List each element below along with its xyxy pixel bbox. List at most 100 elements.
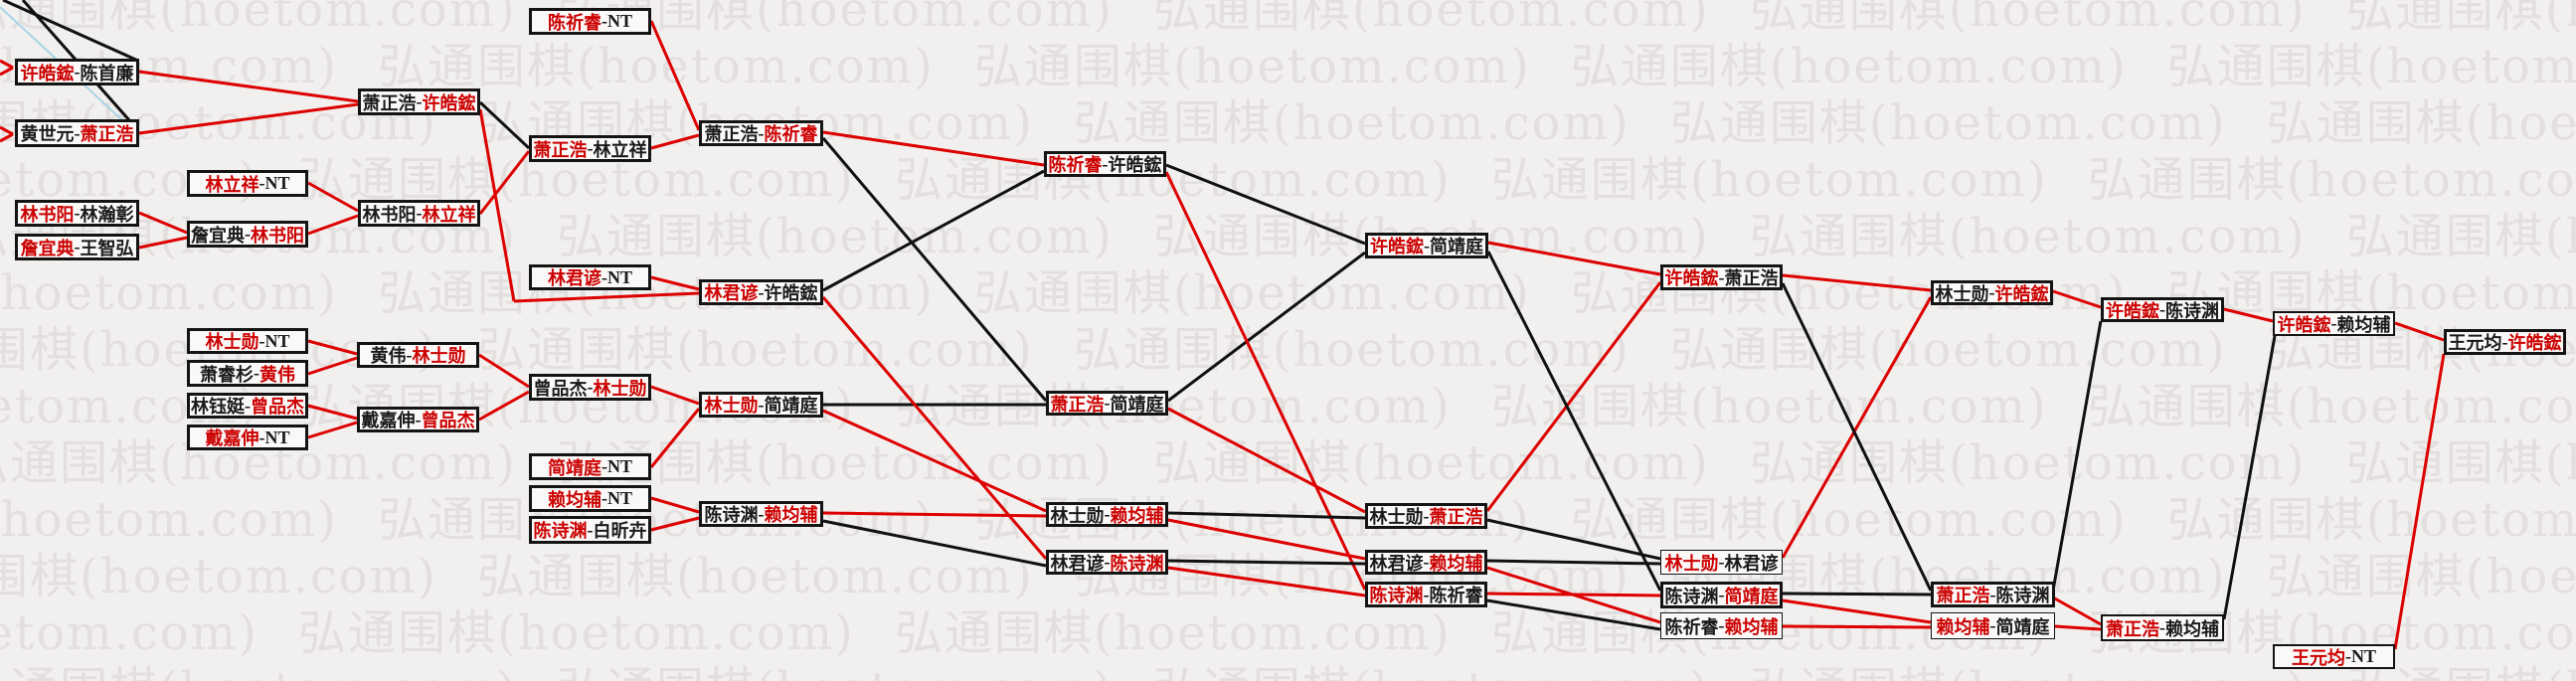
- name-separator: -: [1104, 393, 1111, 413]
- player-name-right: 林瀚彰: [80, 204, 134, 225]
- player-name-left: 赖均辅: [547, 489, 601, 510]
- winner-path-line: [1486, 592, 1661, 597]
- player-name-left: 黄世元: [20, 124, 75, 144]
- winner-path-line: [649, 408, 701, 468]
- winner-path-line: [478, 108, 516, 302]
- name-separator: -: [1423, 505, 1430, 526]
- match-box-g2: 林士勋-萧正浩: [1365, 503, 1487, 529]
- match-box-e4: 陈诗渊-赖均辅: [699, 501, 823, 527]
- name-separator: -: [1989, 615, 1996, 635]
- player-name-right: 陈祈睿: [1429, 586, 1483, 605]
- name-separator: -: [406, 344, 413, 365]
- player-name-right: 曾品杰: [421, 411, 475, 430]
- player-name-left: 陈祈睿: [547, 12, 601, 33]
- name-separator: -: [758, 281, 765, 302]
- name-separator: -: [758, 122, 765, 143]
- name-separator: -: [601, 11, 607, 31]
- winner-path-line: [307, 181, 359, 213]
- player-name-right: 许皓鋐: [1108, 155, 1162, 175]
- player-name-right: 赖均辅: [764, 505, 818, 525]
- player-name-left: 萧正浩: [1936, 586, 1990, 605]
- name-separator: -: [2344, 646, 2351, 666]
- winner-path-line: [0, 66, 14, 77]
- match-box-f4: 林君谚-陈诗渊: [1046, 550, 1168, 575]
- match-box-f2: 萧正浩-简靖庭: [1046, 391, 1168, 416]
- player-name-left: 许皓鋐: [1664, 268, 1719, 288]
- name-separator: -: [254, 363, 259, 383]
- match-box-f3: 林士勋-赖均辅: [1046, 502, 1168, 527]
- name-separator: -: [587, 377, 594, 397]
- name-separator: -: [74, 122, 81, 143]
- name-separator: -: [416, 91, 423, 111]
- loser-path-line: [1167, 559, 1366, 566]
- player-name-left: 萧正浩: [1050, 394, 1105, 415]
- match-box-a2: 黄世元-萧正浩: [15, 119, 139, 147]
- match-box-e1: 萧正浩-陈祈睿: [699, 120, 823, 146]
- name-separator: -: [1424, 235, 1430, 255]
- winner-path-line: [1781, 296, 1933, 559]
- match-box-c3: 黄伟-林士勋: [357, 342, 479, 368]
- player-name-left: 许皓鋐: [1370, 237, 1424, 256]
- winner-path-line: [138, 70, 359, 103]
- player-name-right: 林士勋: [412, 346, 466, 366]
- name-separator: -: [416, 203, 423, 223]
- winner-path-line: [650, 385, 700, 406]
- winner-path-line: [2052, 596, 2102, 626]
- match-box-b4: 萧睿杉-黄伟: [187, 360, 308, 387]
- match-box-i3: 赖均辅-简靖庭: [1931, 612, 2055, 639]
- winner-path-line: [307, 404, 358, 421]
- player-name-right: 许皓鋐: [764, 283, 818, 303]
- player-name-left: 林士勋: [1369, 507, 1424, 527]
- winner-path-line: [0, 132, 14, 143]
- match-box-h2: 林士勋-林君谚: [1660, 550, 1783, 575]
- winner-path-line: [1164, 171, 1367, 591]
- winner-path-line: [2223, 307, 2274, 323]
- match-box-d7: 陈诗渊-白昕卉: [529, 516, 651, 544]
- player-name-right: 萧正浩: [1429, 507, 1483, 527]
- winner-path-line: [307, 214, 359, 236]
- winner-path-line: [2394, 321, 2445, 342]
- winner-path-line: [1167, 407, 1366, 514]
- player-name-left: 林士勋: [1050, 505, 1105, 526]
- match-box-c2: 林书阳-林立祥: [358, 200, 480, 227]
- player-name-left: 简靖庭: [547, 457, 601, 478]
- name-separator: -: [1718, 552, 1725, 572]
- name-separator: -: [1718, 266, 1725, 287]
- match-box-d1: 陈祈睿-NT: [529, 8, 651, 35]
- winner-path-line: [1167, 566, 1366, 597]
- loser-path-line: [1782, 592, 1932, 596]
- player-name-right: 白昕卉: [593, 521, 647, 541]
- player-name-right: 赖均辅: [1724, 616, 1779, 637]
- match-box-h3: 陈诗渊-简靖庭: [1660, 582, 1783, 608]
- name-separator: -: [1718, 585, 1725, 604]
- player-name-right: NT: [606, 488, 632, 508]
- loser-path-line: [2222, 335, 2277, 620]
- loser-path-line: [822, 519, 1047, 568]
- player-name-right: 林士勋: [593, 378, 647, 399]
- match-box-a4: 詹宜典-王智弘: [15, 234, 139, 260]
- match-box-d6: 赖均辅-NT: [529, 485, 651, 512]
- winner-path-line: [1782, 624, 1932, 629]
- name-separator: -: [1102, 153, 1109, 174]
- player-name-right: 陈祈睿: [764, 124, 818, 144]
- name-separator: -: [1423, 584, 1430, 604]
- winner-path-line: [138, 211, 188, 235]
- winner-path-line: [650, 275, 700, 291]
- player-name-right: 简靖庭: [1724, 586, 1779, 606]
- player-name-left: 赖均辅: [1936, 616, 1990, 637]
- player-name-left: 林钰娗: [191, 397, 245, 417]
- winner-path-line: [138, 102, 359, 135]
- player-name-left: 许皓鋐: [2277, 314, 2331, 335]
- name-separator: -: [1104, 504, 1111, 524]
- loser-path-line: [1486, 251, 1662, 592]
- player-name-left: 王元均: [2291, 647, 2345, 668]
- player-name-right: 赖均辅: [2336, 314, 2391, 335]
- player-name-left: 林书阳: [20, 204, 75, 225]
- player-name-left: 林书阳: [362, 204, 417, 225]
- name-separator: -: [74, 237, 81, 256]
- match-box-d3: 林君谚-NT: [529, 264, 651, 290]
- player-name-left: 林君谚: [704, 283, 759, 303]
- name-separator: -: [1104, 552, 1111, 572]
- match-box-i2: 萧正浩-陈诗渊: [1931, 582, 2055, 607]
